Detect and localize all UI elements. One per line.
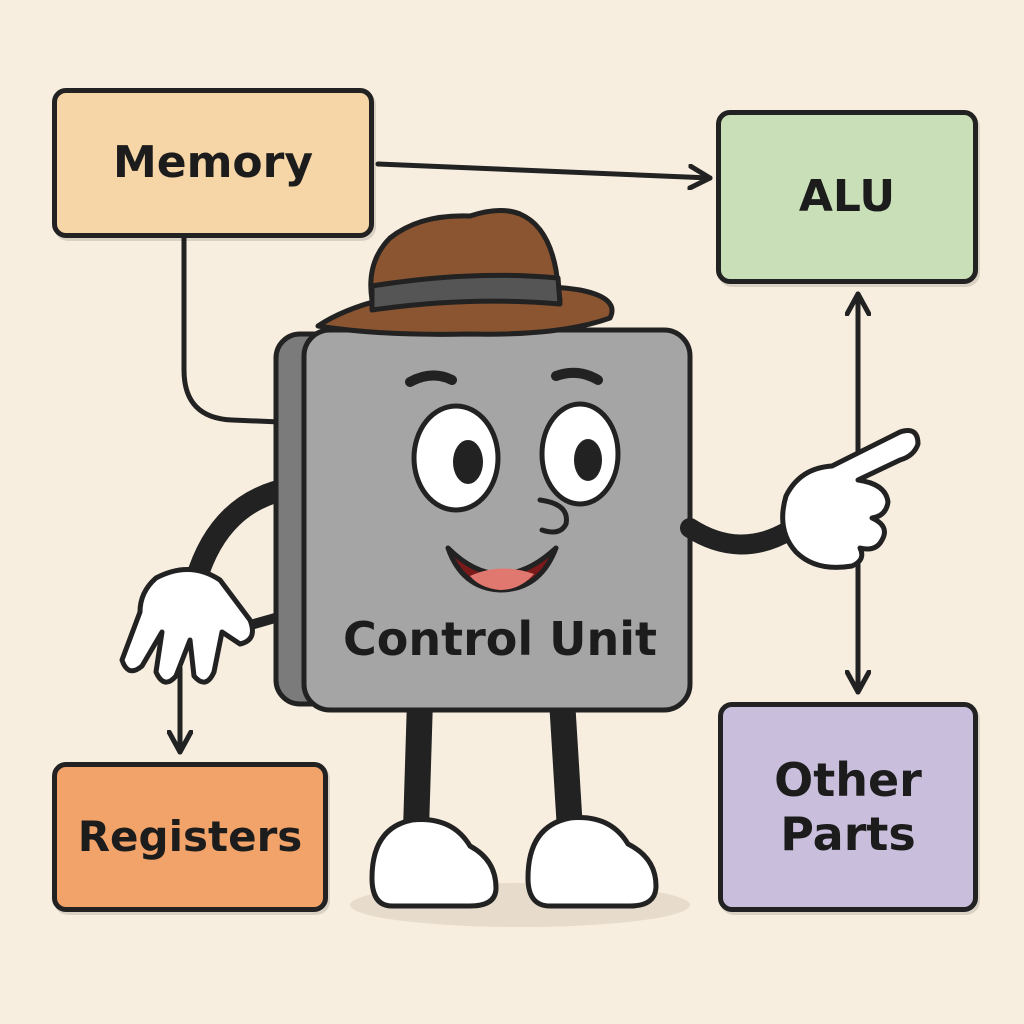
edge-memory-control-unit: [181, 235, 283, 425]
right-eyebrow: [551, 367, 603, 385]
right-pointing-hand: [780, 428, 921, 570]
nose: [537, 497, 569, 535]
alu-label: ALU: [798, 171, 896, 223]
left-leg: [403, 687, 433, 843]
control-unit-label: Control Unit: [342, 612, 658, 666]
memory-label: Memory: [112, 137, 314, 189]
left-hand: [119, 567, 255, 685]
other-parts-box: Other Parts: [718, 702, 978, 912]
other-parts-label: Other Parts: [774, 752, 922, 861]
registers-label: Registers: [77, 812, 303, 862]
memory-box: Memory: [52, 88, 374, 238]
right-arm: [680, 518, 800, 555]
registers-box: Registers: [52, 762, 328, 912]
edge-memory-alu: [375, 161, 713, 178]
alu-box: ALU: [716, 110, 978, 284]
left-shoe: [369, 817, 499, 909]
hat-band: [369, 272, 563, 313]
right-leg: [549, 687, 583, 843]
left-eyebrow: [405, 370, 457, 387]
right-shoe: [525, 815, 659, 909]
